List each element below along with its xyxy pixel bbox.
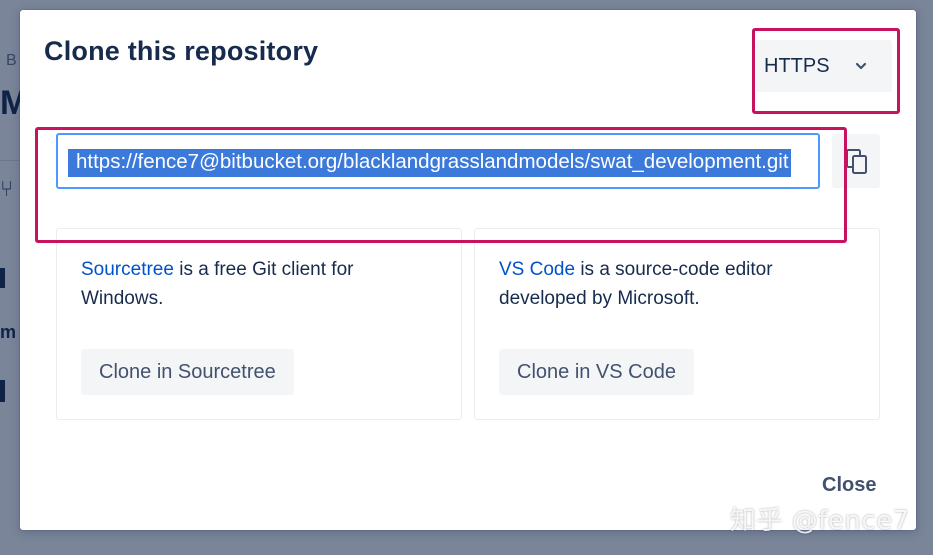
clone-url-input[interactable]: https://fence7@bitbucket.org/blacklandgr…: [56, 133, 820, 189]
watermark: 知乎 @fence7: [730, 506, 910, 536]
chevron-down-icon: [855, 62, 867, 70]
close-button[interactable]: Close: [816, 472, 882, 499]
vscode-card: VS Code is a source-code editor develope…: [474, 228, 880, 420]
vscode-description: VS Code is a source-code editor develope…: [499, 255, 839, 313]
dialog-title: Clone this repository: [44, 36, 319, 66]
clone-url-selected-text: https://fence7@bitbucket.org/blacklandgr…: [68, 149, 791, 177]
clone-in-sourcetree-button[interactable]: Clone in Sourcetree: [81, 349, 294, 395]
sourcetree-link[interactable]: Sourcetree: [81, 259, 174, 280]
clone-repository-dialog: Clone this repository HTTPS https://fenc…: [20, 10, 916, 530]
vscode-link[interactable]: VS Code: [499, 259, 576, 280]
clone-in-vscode-button[interactable]: Clone in VS Code: [499, 349, 694, 395]
copy-icon: [846, 149, 867, 174]
vscode-description-text: is a source-code editor developed by Mic…: [499, 259, 773, 309]
protocol-select[interactable]: HTTPS: [756, 40, 892, 92]
sourcetree-description: Sourcetree is a free Git client for Wind…: [81, 255, 421, 313]
copy-url-button[interactable]: [832, 134, 880, 188]
sourcetree-description-text: is a free Git client for Windows.: [81, 259, 354, 309]
sourcetree-card: Sourcetree is a free Git client for Wind…: [56, 228, 462, 420]
protocol-selected-value: HTTPS: [764, 55, 830, 77]
